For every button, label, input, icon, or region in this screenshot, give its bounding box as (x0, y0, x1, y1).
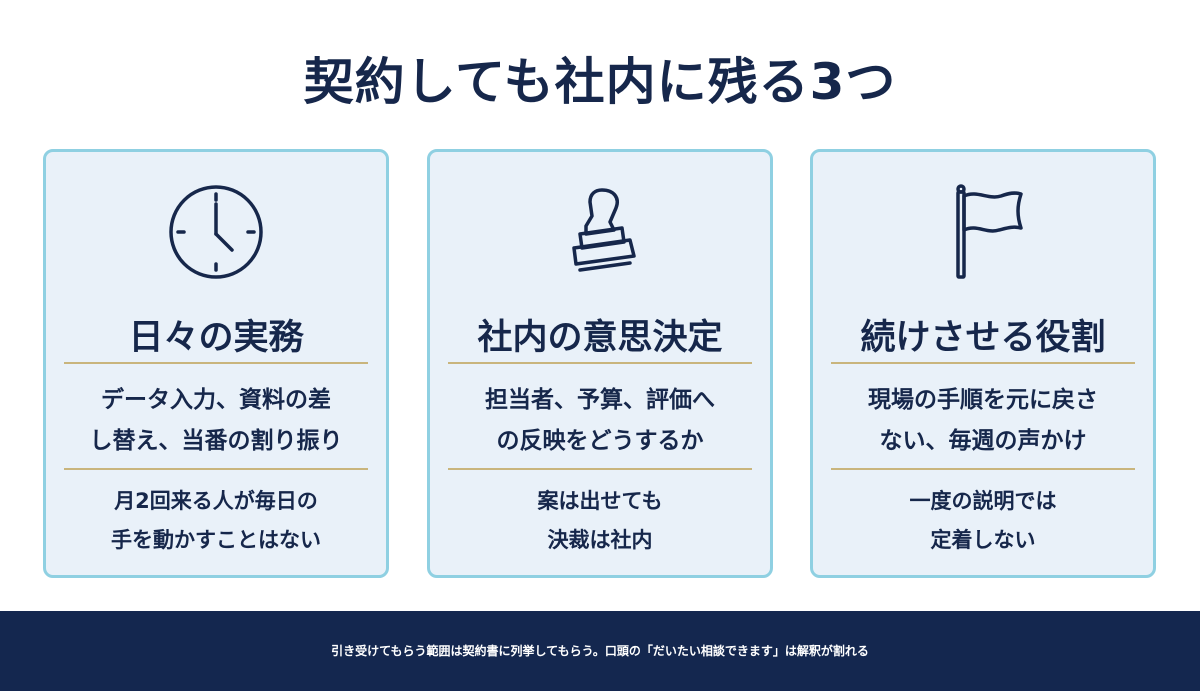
description-line: 担当者、予算、評価へ (485, 387, 715, 413)
card-internal-decision: 社内の意思決定 担当者、予算、評価へ の反映をどうするか 案は出せても 決裁は社… (427, 149, 773, 578)
description-line: の反映をどうするか (496, 428, 704, 454)
page-title: 契約しても社内に残る3つ (303, 53, 897, 111)
divider (448, 362, 752, 364)
description-line: データ入力、資料の差 (101, 387, 331, 413)
note-line: 一度の説明では (909, 489, 1057, 513)
note-line: 決裁は社内 (547, 528, 653, 552)
card-description: 現場の手順を元に戻さ ない、毎週の声かけ (823, 380, 1143, 462)
divider (64, 362, 368, 364)
card-heading: 続けさせる役割 (860, 318, 1106, 358)
footer-banner: 引き受けてもらう範囲は契約書に列挙してもらう。口頭の「だいたい相談できます」は解… (0, 611, 1200, 691)
description-line: し替え、当番の割り振り (89, 428, 343, 454)
note-line: 手を動かすことはない (111, 528, 321, 552)
card-note: 月2回来る人が毎日の 手を動かすことはない (56, 482, 376, 560)
description-line: ない、毎週の声かけ (879, 428, 1087, 454)
stamp-icon (550, 182, 650, 282)
note-line: 案は出せても (537, 489, 663, 513)
divider (831, 362, 1135, 364)
divider (448, 468, 752, 470)
card-sustaining-role: 続けさせる役割 現場の手順を元に戻さ ない、毎週の声かけ 一度の説明では 定着し… (810, 149, 1156, 578)
card-heading: 社内の意思決定 (477, 318, 723, 358)
card-description: 担当者、予算、評価へ の反映をどうするか (440, 380, 760, 462)
card-daily-work: 日々の実務 データ入力、資料の差 し替え、当番の割り振り 月2回来る人が毎日の … (43, 149, 389, 578)
flag-icon (933, 182, 1033, 282)
card-note: 一度の説明では 定着しない (823, 482, 1143, 560)
card-heading: 日々の実務 (128, 318, 304, 358)
description-line: 現場の手順を元に戻さ (868, 387, 1098, 413)
note-line: 定着しない (930, 528, 1036, 552)
divider (831, 468, 1135, 470)
note-line: 月2回来る人が毎日の (114, 489, 318, 513)
card-note: 案は出せても 決裁は社内 (440, 482, 760, 560)
clock-icon (166, 182, 266, 282)
divider (64, 468, 368, 470)
card-description: データ入力、資料の差 し替え、当番の割り振り (56, 380, 376, 462)
